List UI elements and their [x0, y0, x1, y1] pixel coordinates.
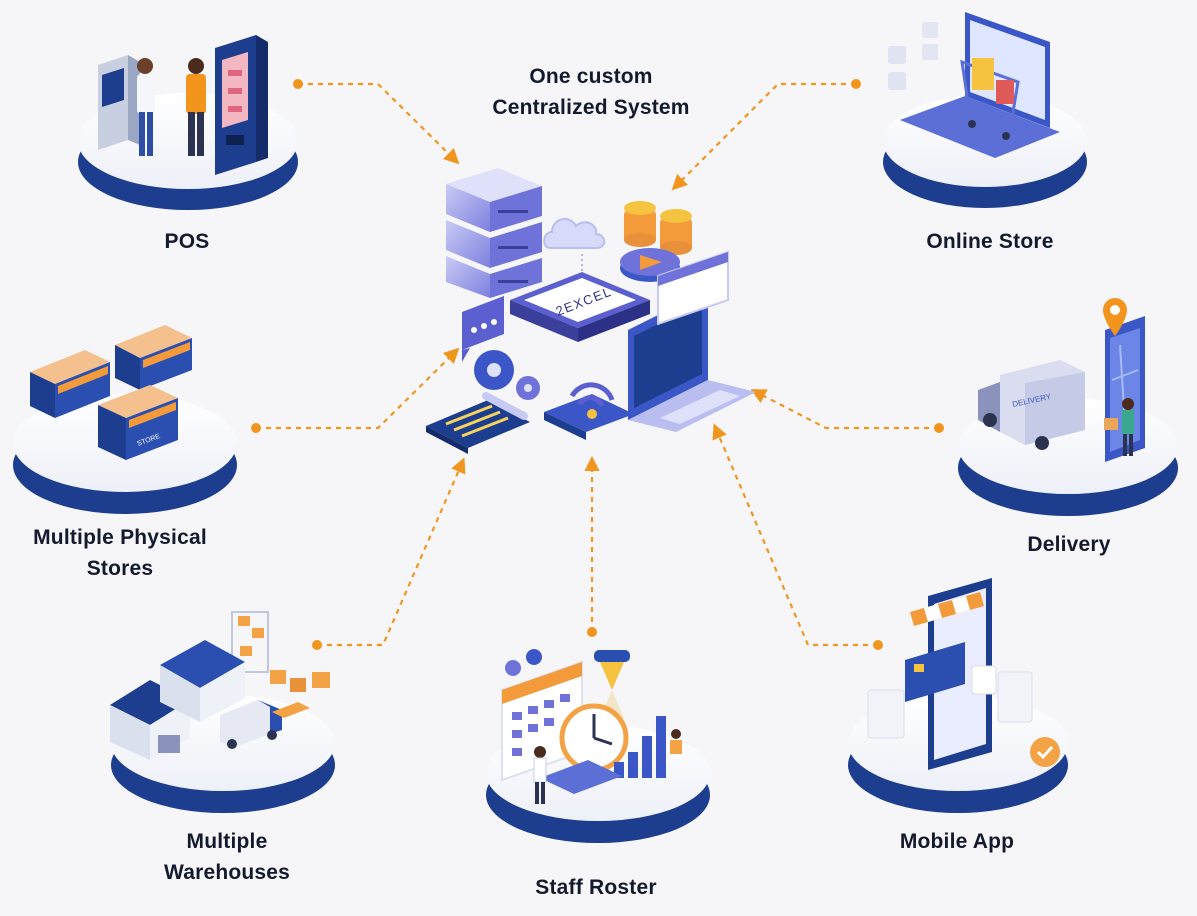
central-title-line2: Centralized System [492, 96, 690, 119]
document-icon [426, 400, 530, 454]
laptop-icon [628, 290, 756, 432]
pos-label: POS [127, 226, 247, 257]
warehouses-label: Multiple Warehouses [132, 826, 322, 888]
connector-mobile-app [712, 423, 878, 647]
warehouses-illustration [110, 611, 330, 760]
connector-lines [256, 82, 939, 647]
warehouses-line2: Warehouses [163, 861, 291, 884]
connector-physical-stores [256, 347, 460, 430]
connector-pos [298, 82, 460, 165]
delivery-illustration: DELIVERY [978, 298, 1145, 462]
physical-stores-label: Multiple Physical Stores [10, 522, 230, 584]
server-icon [446, 168, 542, 202]
central-title-line1: One custom [529, 65, 653, 88]
staff-roster-label-text: Staff Roster [535, 876, 657, 899]
delivery-label: Delivery [999, 529, 1139, 560]
online-store-illustration [888, 12, 1060, 158]
staff-roster-label: Staff Roster [506, 872, 686, 903]
central-system-title: One custom Centralized System [451, 61, 731, 123]
cloud-icon [543, 217, 606, 249]
pen-icon [482, 392, 528, 420]
mobile-app-label-text: Mobile App [899, 830, 1015, 853]
mobile-app-illustration [867, 578, 1060, 770]
connector-online-store [671, 82, 856, 191]
physical-stores-line2: Stores [86, 557, 154, 580]
pos-label-text: POS [164, 230, 210, 253]
warehouses-line1: Multiple [186, 830, 268, 853]
chat-icon [462, 296, 504, 362]
delivery-label-text: Delivery [1027, 533, 1111, 556]
connector-warehouses [317, 457, 466, 647]
online-store-label: Online Store [900, 226, 1080, 257]
online-store-label-text: Online Store [926, 230, 1054, 253]
coins-icon [624, 201, 692, 255]
central-system-illustration: 2EXCEL [426, 168, 756, 454]
connector-delivery [750, 389, 939, 430]
staff-roster-illustration [501, 649, 682, 804]
pos-illustration [98, 35, 268, 175]
physical-stores-line1: Multiple Physical [33, 526, 207, 549]
browser-window-icon [657, 250, 729, 326]
gear-icon [474, 350, 540, 400]
mobile-app-label: Mobile App [877, 826, 1037, 857]
wifi-icon [544, 382, 634, 440]
physical-stores-illustration: STORE [30, 325, 192, 460]
connector-dots [251, 79, 944, 650]
